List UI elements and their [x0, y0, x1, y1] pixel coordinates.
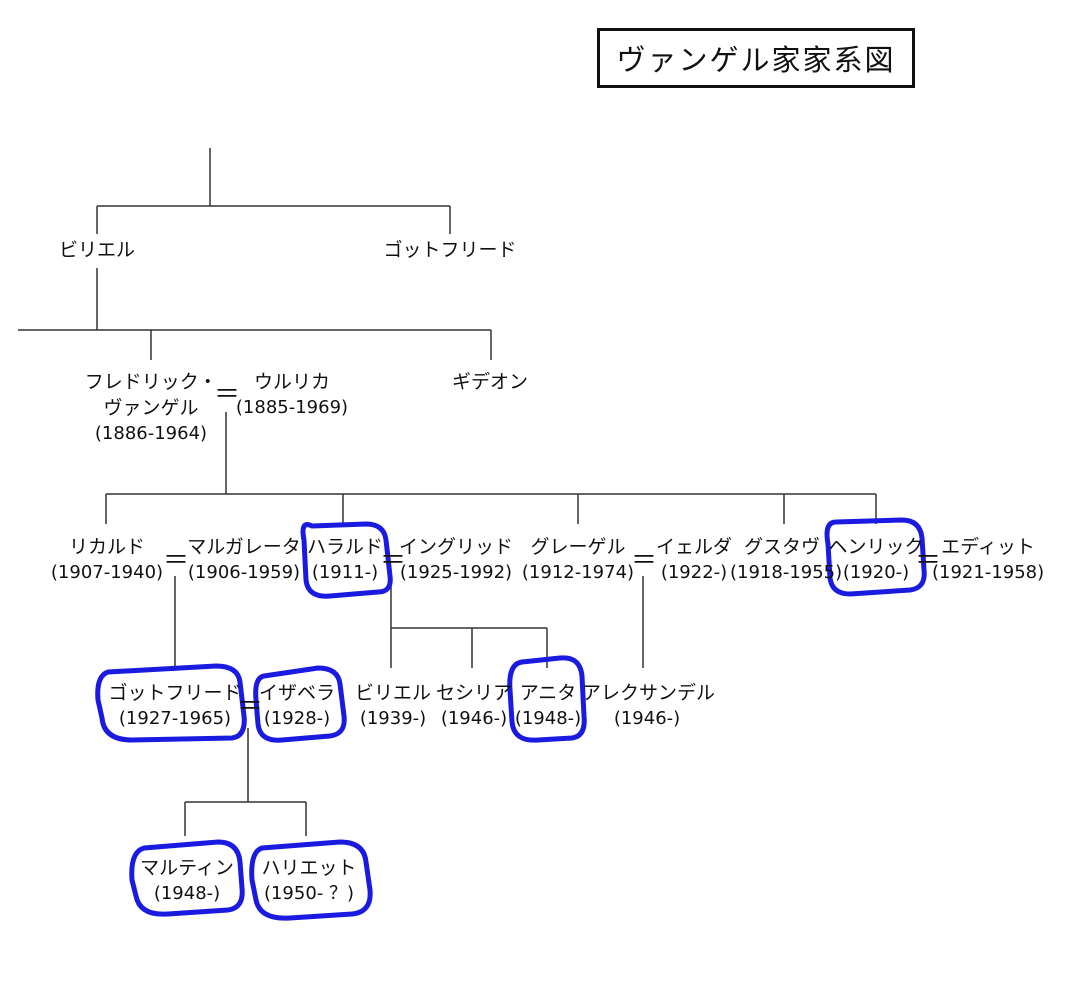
person-harriet: ハリエット (1950- ？) [254, 855, 364, 907]
person-name: セシリア [435, 682, 512, 704]
person-alexander: アレクサンデル (1946-) [582, 680, 716, 732]
person-years: (1885-1969) [235, 397, 349, 418]
person-henrik: ヘンリック (1920-) [826, 534, 926, 586]
person-years: (1912-1974) [521, 562, 635, 583]
person-gustav: グスタヴ (1918-1955) [730, 534, 843, 586]
person-biriel-top: ビリエル [47, 237, 147, 263]
person-edith: エディット (1921-1958) [932, 534, 1044, 586]
person-name: イングリッド [398, 536, 513, 558]
marriage-symbol: ＝ [163, 546, 190, 576]
person-ingrid: イングリッド (1925-1992) [398, 534, 514, 586]
marriage-symbol: ＝ [237, 692, 264, 722]
person-years: (1886-1964) [94, 423, 208, 444]
highlight-gottfried [95, 663, 247, 743]
person-isabella: イザベラ (1928-) [254, 680, 340, 732]
person-greger: グレーゲル (1912-1974) [520, 534, 636, 586]
person-cecilia: セシリア (1946-) [434, 680, 514, 732]
person-anita: アニタ (1948-) [510, 680, 586, 732]
person-margareta: マルガレータ (1906-1959) [184, 534, 304, 586]
person-gottfried: ゴットフリード (1927-1965) [104, 680, 246, 732]
page-title: ヴァンゲル家家系図 [616, 43, 896, 77]
person-martin: マルティン (1948-) [134, 855, 240, 907]
marriage-symbol: ＝ [631, 546, 658, 576]
person-years: (1921-1958) [932, 562, 1045, 583]
person-years: (1939-) [359, 708, 427, 729]
person-gideon: ギデオン [440, 369, 540, 395]
person-biriel: ビリエル (1939-) [350, 680, 436, 732]
title-box: ヴァンゲル家家系図 [597, 28, 915, 88]
person-rikardo: リカルド (1907-1940) [48, 534, 166, 586]
person-name: ゴットフリード [383, 239, 517, 261]
person-years: (1950- ？) [263, 883, 355, 904]
person-years: (1946-) [613, 708, 681, 729]
person-name-line1: フレドリック・ [84, 371, 218, 393]
person-gottfried-top: ゴットフリード [350, 237, 550, 263]
person-name: ビリエル [354, 682, 431, 704]
marriage-symbol: ＝ [915, 546, 942, 576]
person-name: ハリエット [261, 857, 357, 879]
highlight-anita [507, 655, 587, 743]
person-name: アレクサンデル [582, 682, 716, 704]
person-name: ハラルド [306, 536, 383, 558]
person-years: (1906-1959) [187, 562, 301, 583]
person-gerda: イェルダ (1922-) [652, 534, 736, 586]
person-name: リカルド [68, 536, 145, 558]
person-harald: ハラルド (1911-) [302, 534, 388, 586]
person-name: イザベラ [258, 682, 335, 704]
person-years: (1920-) [842, 562, 910, 583]
highlight-martin [129, 839, 245, 917]
person-name-line2: ヴァンゲル [103, 397, 199, 419]
marriage-symbol: ＝ [214, 380, 241, 410]
person-years: (1946-) [440, 708, 508, 729]
highlight-henrik [824, 517, 927, 597]
person-name: グレーゲル [530, 536, 626, 558]
person-fredrik: フレドリック・ ヴァンゲル (1886-1964) [66, 369, 236, 447]
person-name: ヘンリック [828, 536, 924, 558]
person-years: (1928-) [263, 708, 331, 729]
person-name: ウルリカ [253, 371, 330, 393]
person-name: マルガレータ [187, 536, 301, 558]
person-years: (1922-) [660, 562, 728, 583]
person-years: (1948-) [514, 708, 582, 729]
person-name: グスタヴ [743, 536, 820, 558]
person-years: (1918-1955) [730, 562, 843, 583]
highlight-isabella [253, 665, 347, 743]
person-years: (1911-) [311, 562, 379, 583]
person-name: ビリエル [58, 239, 135, 261]
person-ulrika: ウルリカ (1885-1969) [232, 369, 352, 421]
person-name: ゴットフリード [108, 682, 242, 704]
person-years: (1907-1940) [50, 562, 164, 583]
highlight-harald [300, 521, 393, 599]
person-name: マルティン [140, 857, 234, 879]
highlight-harriet [249, 839, 373, 921]
person-name: エディット [941, 536, 1035, 558]
person-name: イェルダ [655, 536, 732, 558]
person-years: (1948-) [153, 883, 221, 904]
person-name: ギデオン [451, 371, 528, 393]
person-name: アニタ [519, 682, 577, 704]
person-years: (1925-1992) [399, 562, 513, 583]
person-years: (1927-1965) [118, 708, 232, 729]
marriage-symbol: ＝ [380, 546, 407, 576]
